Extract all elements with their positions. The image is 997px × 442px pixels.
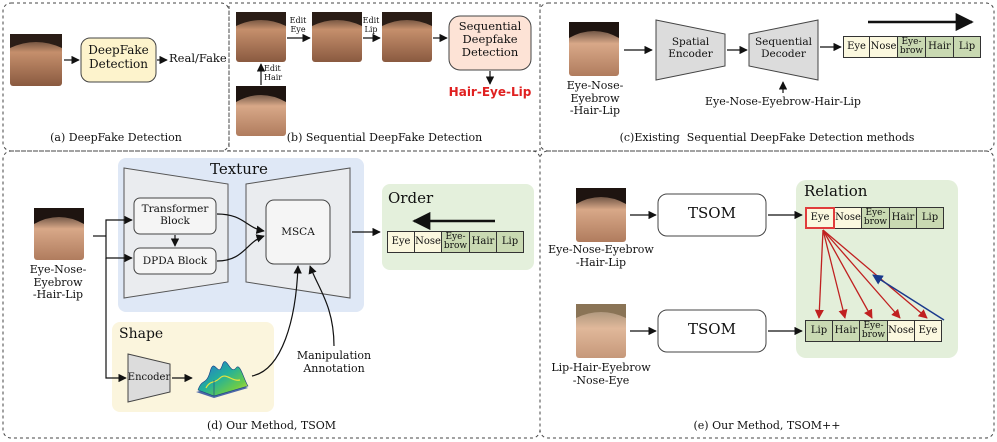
seq-e-top-cell-5: Lip [916, 207, 944, 229]
msca-label: MSCA [281, 226, 315, 238]
seq-e-bottom-cell-2: Hair [832, 320, 860, 342]
sequential-decoder-shape [748, 19, 819, 81]
tsom-box-top [657, 193, 767, 237]
face-b-lip [382, 12, 432, 62]
detection-result: Hair-Eye-Lip [448, 85, 532, 99]
spatial-encoder-shape [655, 19, 726, 81]
face-e-bottom [576, 304, 626, 358]
panel-a-frame [2, 2, 230, 152]
seq-e-bottom-cell-4: Nose [887, 320, 915, 342]
caption-e: (e) Our Method, TSOM++ [693, 419, 841, 432]
shape-encoder-shape [127, 353, 171, 403]
edit-eye-label: Edit Eye [289, 16, 307, 35]
face-c [569, 22, 619, 76]
tsom-box-bottom [657, 309, 767, 353]
arrow-d-to-encoder [105, 258, 127, 383]
seq-e-top-cell-1: Eye [805, 207, 835, 229]
msca-block [265, 199, 331, 265]
seq-e-bottom-cell-1: Lip [805, 320, 833, 342]
target-sequence-label: Eye-Nose-Eyebrow-Hair-Lip [705, 95, 861, 108]
sequence-c: Eye Nose Eye- brow Hair Lip [843, 36, 981, 58]
sequence-e-bottom: Lip Hair Eye- brow Nose Eye [805, 320, 942, 342]
transformer-block-label: Transformer Block [141, 203, 209, 228]
relation-arrow-eye-eyebrow [822, 229, 873, 319]
face-b-eye [312, 12, 362, 62]
manipulation-annotation-label: Manipulation Annotation [296, 349, 372, 375]
face-b-top [236, 12, 286, 62]
tsom-bottom-label: TSOM [688, 320, 736, 338]
seq-d-cell-4: Hair [469, 231, 497, 253]
arrow-d-tb-msca [216, 213, 265, 234]
seq-c-cell-3: Eye- brow [897, 36, 926, 58]
spatial-encoder-label: Spatial Encoder [668, 36, 713, 61]
deepfake-detection-label: DeepFake Detection [88, 43, 149, 71]
seq-c-cell-5: Lip [953, 36, 981, 58]
face-e-top [576, 188, 626, 242]
seq-e-bottom-cell-5: Eye [914, 320, 942, 342]
caption-d: (d) Our Method, TSOM [206, 419, 337, 432]
seq-c-cell-2: Nose [869, 36, 898, 58]
panel-d-frame [2, 150, 541, 439]
shape-title: Shape [119, 326, 164, 342]
arrow-d-dpda-msca [216, 234, 265, 262]
relation-arrow-eye-hair [822, 229, 848, 319]
sequence-e-top: Eye Nose Eye- brow Hair Lip [805, 207, 944, 229]
relation-title: Relation [804, 182, 868, 200]
sequential-decoder-label: Sequential Decoder [754, 36, 813, 61]
seq-d-cell-3: Eye- brow [441, 231, 470, 253]
relation-arrow-eye-eye [822, 229, 928, 319]
sequential-deepfake-detection-box [448, 15, 532, 71]
seq-e-top-cell-2: Nose [834, 207, 862, 229]
face-d-label: Eye-Nose-Eyebrow -Hair-Lip [29, 263, 87, 302]
shape-encoder-label: Encoder [127, 372, 171, 383]
real-fake-output: Real/Fake [169, 51, 227, 65]
relation-arrow-back [872, 274, 945, 321]
edit-hair-label: Edit Hair [264, 64, 283, 83]
seq-d-cell-2: Nose [414, 231, 442, 253]
arrow-d-surf-msca [251, 265, 302, 377]
face-d [34, 208, 84, 260]
dpda-block-label: DPDA Block [142, 255, 208, 267]
tsom-top-label: TSOM [688, 204, 736, 222]
caption-c: (c)Existing Sequential DeepFake Detectio… [619, 131, 915, 144]
face-e-bottom-label: Lip-Hair-Eyebrow -Nose-Eye [551, 361, 651, 387]
caption-b: (b) Sequential DeepFake Detection [286, 131, 483, 144]
face-a [10, 34, 62, 86]
panel-e-frame [539, 150, 995, 439]
face-b-hair [236, 86, 286, 136]
shape-surface-plot [196, 361, 249, 398]
dpda-block [133, 247, 217, 275]
texture-title: Texture [210, 160, 268, 178]
relation-arrow-eye-lip [814, 229, 824, 319]
relation-arrow-eye-nose [822, 229, 901, 319]
order-title: Order [388, 189, 434, 207]
arrow-d-annot-msca [308, 265, 335, 347]
seq-d-cell-1: Eye [387, 231, 415, 253]
seq-e-top-cell-3: Eye- brow [861, 207, 890, 229]
sequence-d: Eye Nose Eye- brow Hair Lip [387, 231, 524, 253]
sequential-deepfake-detection-label: Sequential Deepfake Detection [458, 19, 522, 60]
seq-d-cell-5: Lip [496, 231, 524, 253]
caption-a: (a) DeepFake Detection [50, 131, 182, 144]
face-e-top-label: Eye-Nose-Eyebrow -Hair-Lip [548, 243, 654, 269]
deepfake-detection-box [80, 37, 157, 83]
seq-c-cell-4: Hair [925, 36, 954, 58]
face-c-label: Eye-Nose-Eyebrow -Hair-Lip [566, 79, 624, 118]
seq-c-cell-1: Eye [843, 36, 870, 58]
seq-e-bottom-cell-3: Eye- brow [859, 320, 888, 342]
seq-e-top-cell-4: Hair [889, 207, 917, 229]
arrow-d-to-tb [105, 215, 133, 236]
transformer-block [133, 197, 217, 235]
panel-c-frame [539, 2, 995, 152]
edit-lip-label: Edit Lip [362, 16, 380, 35]
